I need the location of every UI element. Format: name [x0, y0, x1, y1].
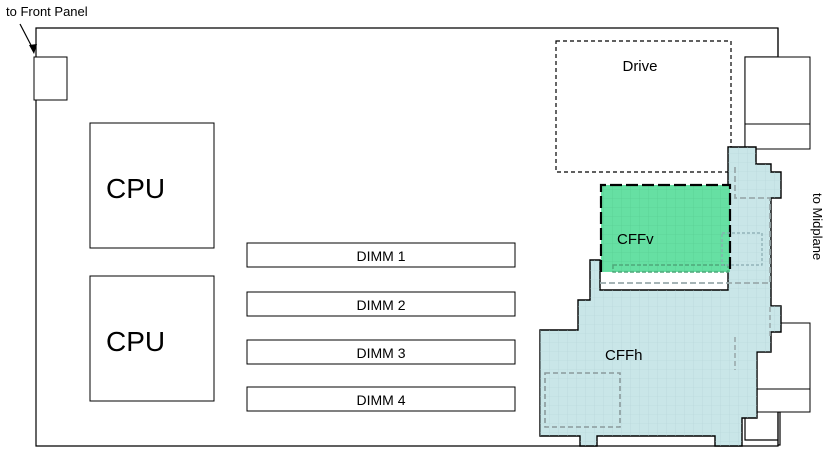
dimm-1-label: DIMM 1 — [357, 248, 406, 264]
cpu-bottom-label: CPU — [106, 326, 165, 357]
cffv-grid — [601, 185, 730, 272]
dimm-4-slot — [246, 386, 516, 412]
front-panel-label: to Front Panel — [6, 4, 88, 19]
midplane-label: to Midplane — [810, 193, 825, 260]
dimm-2-label: DIMM 2 — [357, 297, 406, 313]
cpu-top-label: CPU — [106, 173, 165, 204]
cffh-grid — [540, 147, 781, 446]
drive-label: Drive — [622, 58, 657, 75]
cpu-bottom-box — [89, 275, 215, 402]
dimm-2-slot — [246, 291, 516, 317]
cpu-top-box — [89, 122, 215, 249]
front-panel-arrow — [19, 23, 37, 54]
cffh-inner-dashed-lines — [734, 307, 771, 370]
midplane-connector-top — [744, 56, 811, 150]
cffh-inner-dashed-path — [600, 165, 771, 284]
dimm-4-label: DIMM 4 — [357, 392, 406, 408]
dimm-1-slot — [246, 242, 516, 268]
cffh-label: CFFh — [605, 347, 643, 364]
dimm-3-label: DIMM 3 — [357, 345, 406, 361]
cffv-label: CFFv — [617, 231, 654, 248]
cffv-connector-dashed — [721, 232, 763, 266]
drive-bay — [555, 40, 732, 173]
dimm-3-slot — [246, 339, 516, 365]
cffv-inner-dashed — [612, 264, 729, 273]
cffv-outline — [599, 183, 732, 272]
front-panel-connector — [33, 56, 68, 101]
